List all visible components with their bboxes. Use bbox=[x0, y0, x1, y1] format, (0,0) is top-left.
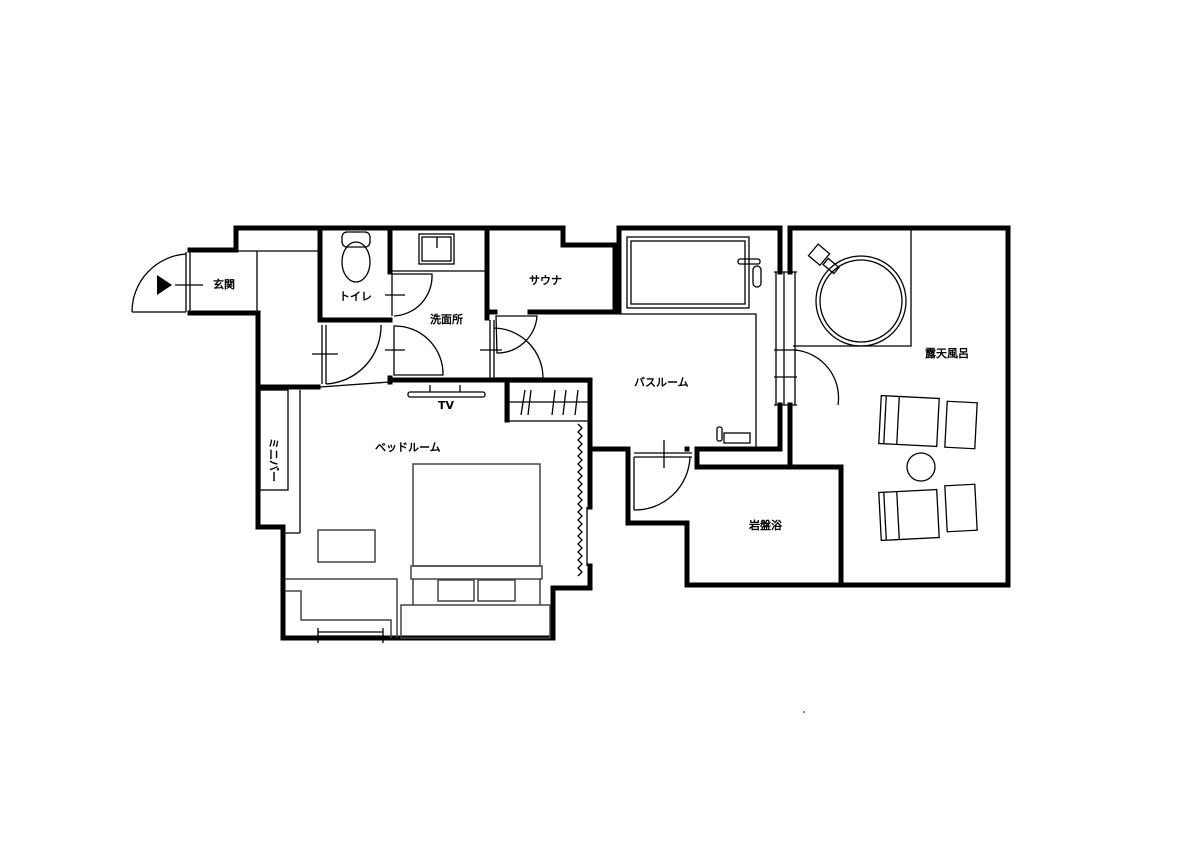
tv-label: TV bbox=[438, 399, 455, 412]
fixtures bbox=[131, 230, 978, 713]
room-label-bedroom: ベッドルーム bbox=[375, 441, 441, 454]
lounger bbox=[878, 488, 940, 542]
room-label-minibar: ミニバー bbox=[267, 438, 280, 482]
room-label-entrance: 玄関 bbox=[213, 277, 235, 291]
room-label-toilet: トイレ bbox=[339, 290, 372, 303]
entrance-arrow-icon bbox=[157, 275, 172, 295]
room-label-bathroom: バスルーム bbox=[634, 376, 689, 389]
room-label-bedrock-bath: 岩盤浴 bbox=[748, 518, 783, 532]
room-label-open-air-bath: 露天風呂 bbox=[925, 347, 969, 360]
room-label-sauna: サウナ bbox=[529, 274, 562, 287]
lounger bbox=[878, 394, 940, 448]
room-label-washroom: 洗面所 bbox=[430, 312, 463, 326]
walls bbox=[187, 225, 1011, 641]
